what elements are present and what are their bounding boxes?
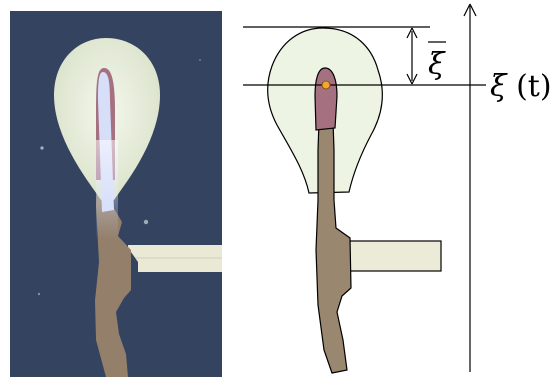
position-symbol: ξ [490,69,508,104]
tracer-dot [322,81,330,89]
mean-symbol-label: ξ [428,47,446,82]
position-symbol-label: ξ (t) [490,69,552,104]
sketch-panel: ξ ξ (t) [243,4,552,373]
sketch-rod [343,241,441,271]
position-argument: (t) [516,69,551,104]
photo-panel [10,11,222,377]
photo-speck [199,59,201,61]
photo-stem-glow [96,140,118,240]
photo-speck [40,146,43,149]
photo-speck [144,220,148,224]
photo-speck [38,293,40,295]
sketch-red-core [315,68,337,130]
